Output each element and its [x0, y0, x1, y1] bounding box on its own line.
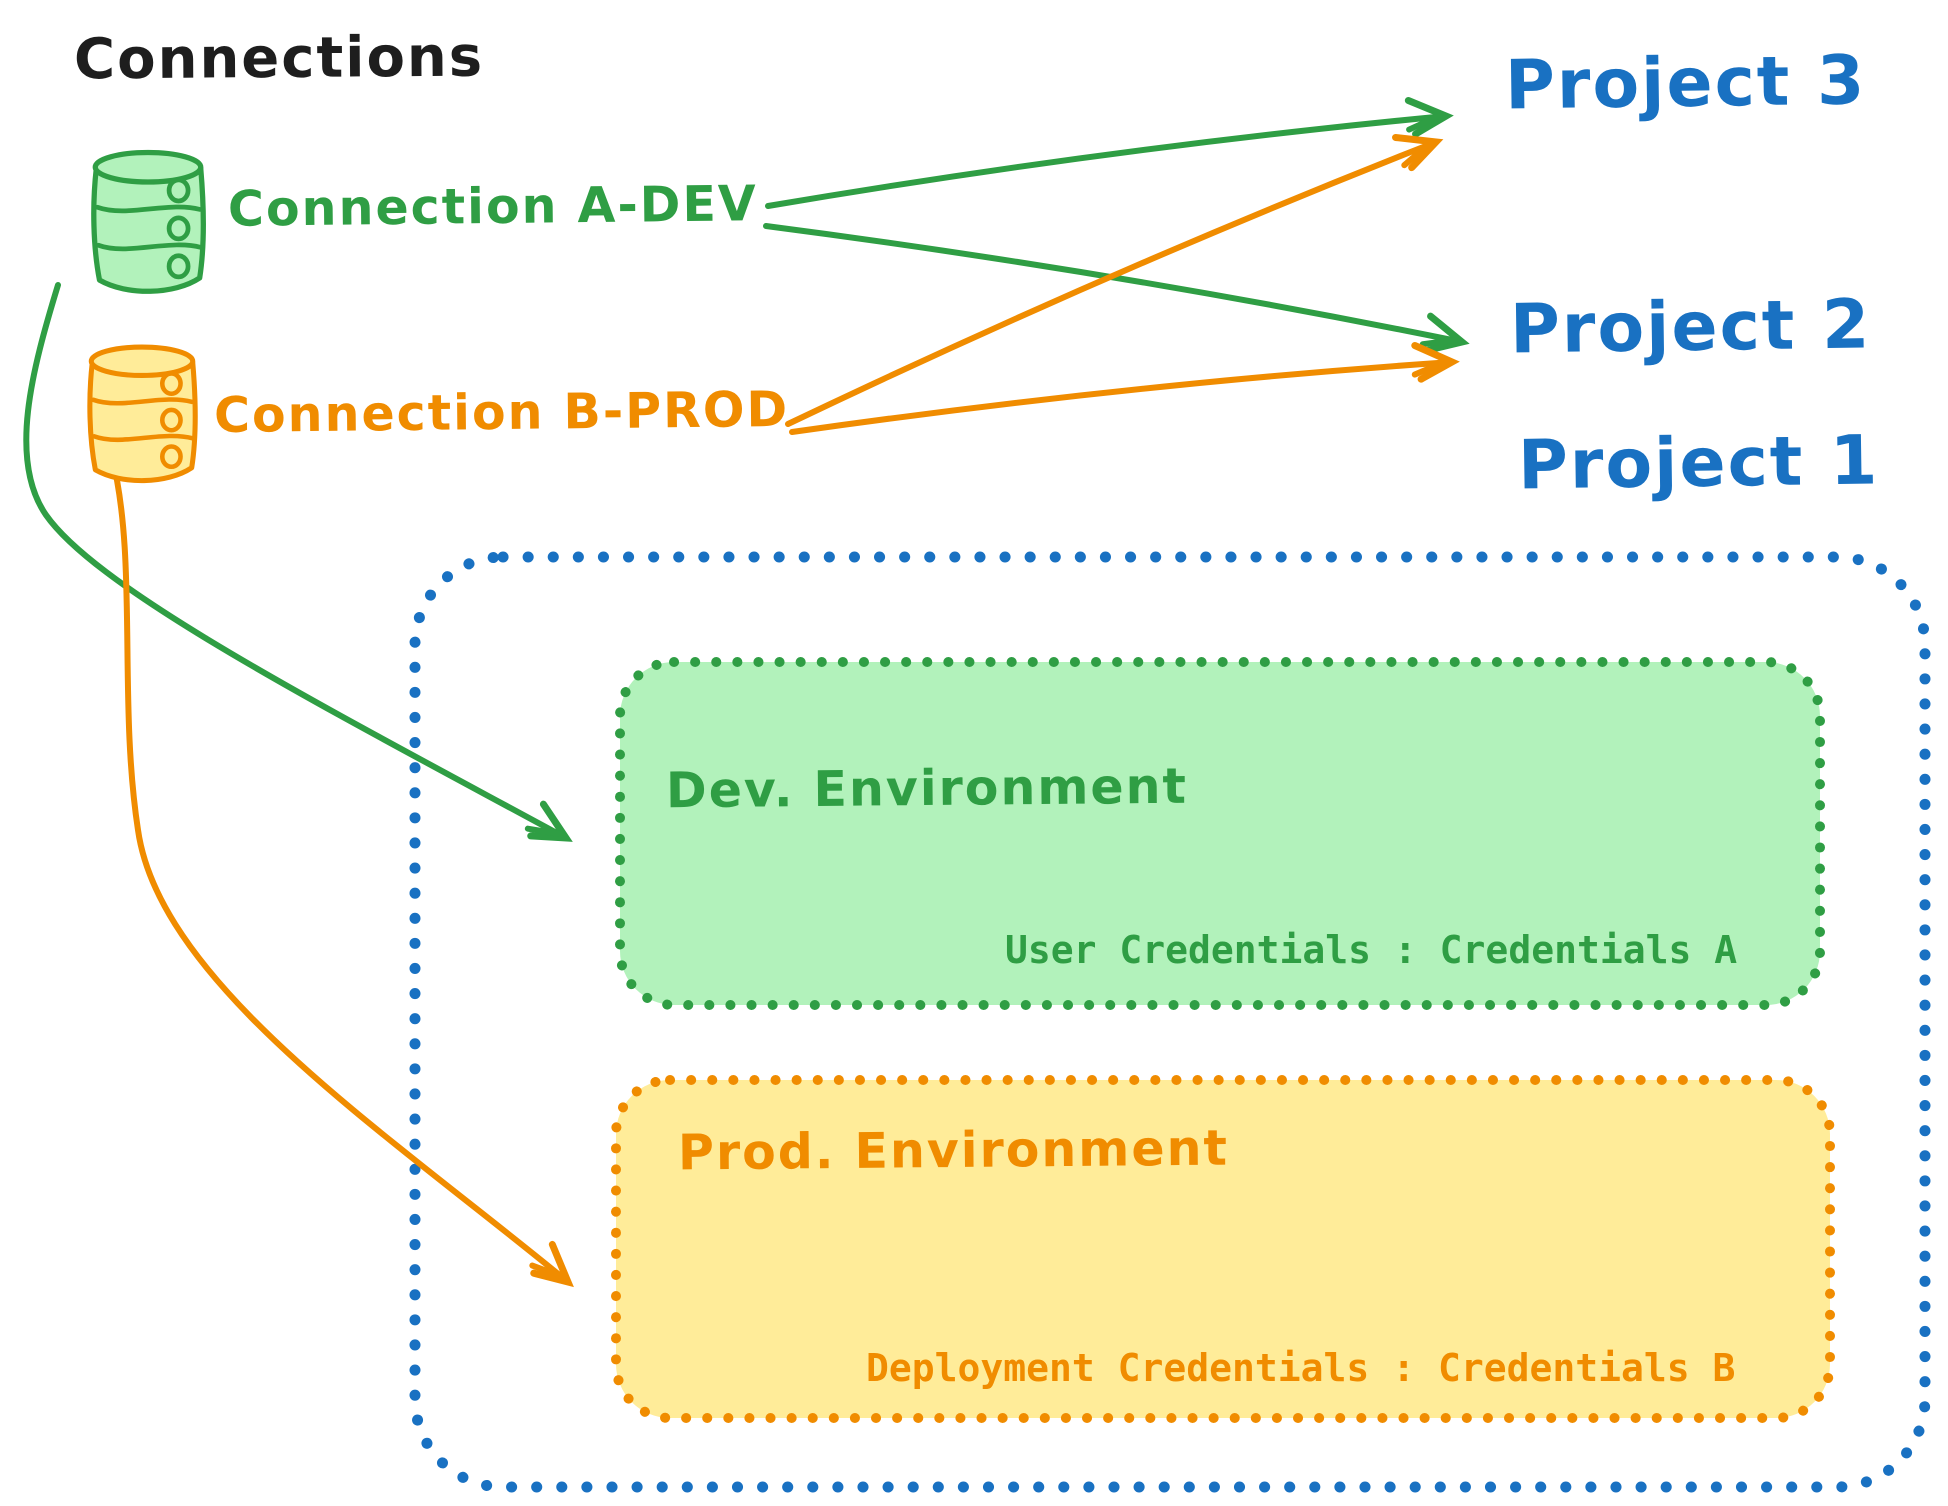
dev-environment-box	[615, 657, 1825, 1010]
project-1-container-box	[409, 551, 1931, 1493]
arrow-adev-to-dev-environment	[23, 282, 573, 842]
arrow-bprod-to-prod-environment	[109, 454, 574, 1288]
arrow-bprod-to-project2	[789, 341, 1460, 435]
project-1-label: Project 1	[1517, 421, 1880, 506]
dev-environment-title: Dev. Environment	[665, 757, 1189, 820]
project-3-label: Project 3	[1504, 41, 1867, 126]
project-2-label: Project 2	[1509, 285, 1872, 370]
diagram-title: Connections	[73, 24, 485, 93]
database-icon-a-dev	[90, 147, 206, 299]
connection-b-prod-label: Connection B-PROD	[213, 380, 790, 445]
arrow-adev-to-project3	[765, 97, 1454, 209]
dev-environment-credentials-text: User Credentials : Credentials A	[1005, 928, 1738, 972]
arrow-bprod-to-project3	[785, 133, 1444, 427]
prod-environment-box	[611, 1075, 1835, 1423]
arrow-adev-to-project2	[763, 223, 1470, 354]
connection-a-dev-label: Connection A-DEV	[227, 175, 759, 238]
prod-environment-credentials-text: Deployment Credentials : Credentials B	[866, 1346, 1736, 1390]
prod-environment-title: Prod. Environment	[677, 1119, 1230, 1182]
database-icon-b-prod	[86, 342, 198, 488]
